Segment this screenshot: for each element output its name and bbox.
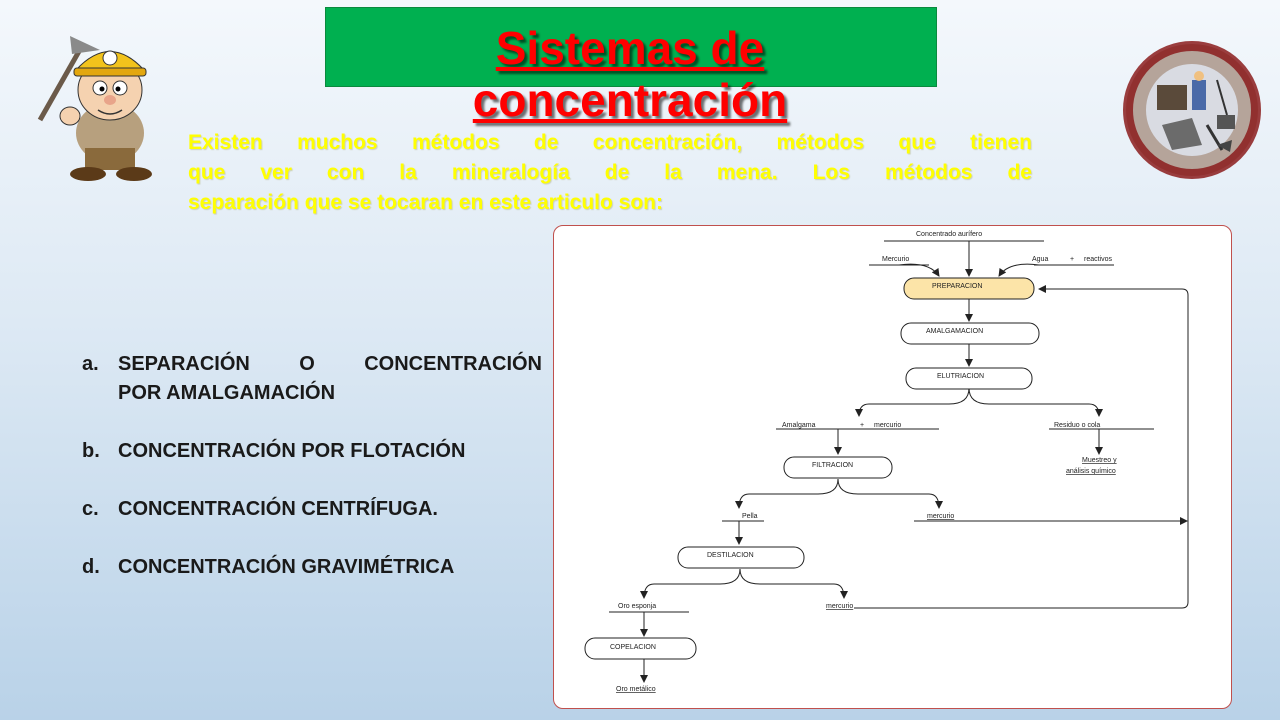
- list-item-text-line2: POR AMALGAMACIÓN: [118, 382, 336, 404]
- intro-line-1: Existen muchos métodos de concentración,…: [188, 131, 1032, 154]
- label-elutriacion: ELUTRIACION: [937, 373, 984, 380]
- list-item-text: CONCENTRACIÓN POR FLOTACIÓN: [118, 440, 466, 462]
- label-mercurio-in: Mercurio: [882, 256, 909, 263]
- label-plus-2: +: [860, 422, 864, 429]
- label-mercurio-3: mercurio: [927, 513, 954, 520]
- label-plus: +: [1070, 256, 1074, 263]
- flow-arrow: [855, 387, 970, 417]
- flow-arrow: [854, 285, 1189, 609]
- box-preparacion: [903, 277, 1035, 300]
- list-marker: d.: [82, 556, 100, 578]
- label-copelacion: COPELACION: [610, 644, 656, 651]
- label-filtracion: FILTRACION: [812, 462, 853, 469]
- intro-line-2: que ver con la mineralogía de la mena. L…: [188, 161, 1032, 184]
- label-amalgama: Amalgama: [782, 422, 816, 429]
- flow-arrow: [898, 263, 940, 277]
- intro-line-3: separación que se tocaran en este articu…: [188, 191, 663, 214]
- list-item: a. SEPARACIÓN O CONCENTRACIÓN POR AMALGA…: [82, 350, 542, 408]
- flow-arrow: [968, 387, 1103, 417]
- label-residuo: Residuo o cola: [1054, 422, 1100, 429]
- flow-arrow: [735, 478, 839, 509]
- flow-arrow: [640, 568, 741, 599]
- list-item-text: CONCENTRACIÓN GRAVIMÉTRICA: [118, 556, 455, 578]
- flowchart-panel: Concentrado aurífero Mercurio Agua + rea…: [553, 225, 1232, 709]
- label-oro-metalico: Oro metálico: [616, 686, 656, 693]
- label-agua: Agua: [1032, 256, 1048, 263]
- label-reactivos: reactivos: [1084, 256, 1113, 263]
- list-marker: c.: [82, 498, 99, 520]
- title-banner: [325, 7, 937, 87]
- list-marker: a.: [82, 353, 99, 375]
- amalgamation-flowchart: Concentrado aurífero Mercurio Agua + rea…: [584, 231, 1189, 693]
- label-muestreo-2: análisis químico: [1066, 468, 1116, 475]
- label-pella: Pella: [742, 513, 758, 520]
- list-item-text: CONCENTRACIÓN CENTRÍFUGA.: [118, 498, 438, 520]
- label-preparacion: PREPARACION: [932, 283, 982, 290]
- intro-paragraph: Existen muchos métodos de concentración,…: [188, 128, 1032, 218]
- list-marker: b.: [82, 440, 100, 462]
- box-filtracion: [783, 456, 893, 479]
- flow-arrow: [837, 478, 943, 509]
- label-amalgamacion: AMALGAMACION: [926, 328, 983, 335]
- label-mercurio-4: mercurio: [826, 603, 853, 610]
- flow-arrow: [739, 568, 848, 599]
- box-elutriacion: [905, 367, 1033, 390]
- slide-title: Sistemas de concentración: [472, 22, 788, 126]
- list-item: c. CONCENTRACIÓN CENTRÍFUGA.: [82, 495, 542, 524]
- box-copelacion: [584, 637, 697, 660]
- list-item-text-line1: SEPARACIÓN O CONCENTRACIÓN: [118, 353, 542, 375]
- flow-arrow: [998, 263, 1040, 277]
- methods-list: a. SEPARACIÓN O CONCENTRACIÓN POR AMALGA…: [82, 350, 542, 611]
- label-muestreo-1: Muestreo y: [1082, 457, 1117, 464]
- box-destilacion: [677, 546, 805, 569]
- list-item: b. CONCENTRACIÓN POR FLOTACIÓN: [82, 437, 542, 466]
- label-mercurio-2: mercurio: [874, 422, 901, 429]
- miner-cartoon-image: [37, 36, 152, 181]
- label-destilacion: DESTILACION: [707, 552, 754, 559]
- list-item: d. CONCENTRACIÓN GRAVIMÉTRICA: [82, 553, 542, 582]
- engineering-seal-image: [1123, 41, 1261, 179]
- box-amalgamacion: [900, 322, 1040, 345]
- label-concentrado: Concentrado aurífero: [916, 231, 982, 238]
- label-oro-esponja: Oro esponja: [618, 603, 656, 610]
